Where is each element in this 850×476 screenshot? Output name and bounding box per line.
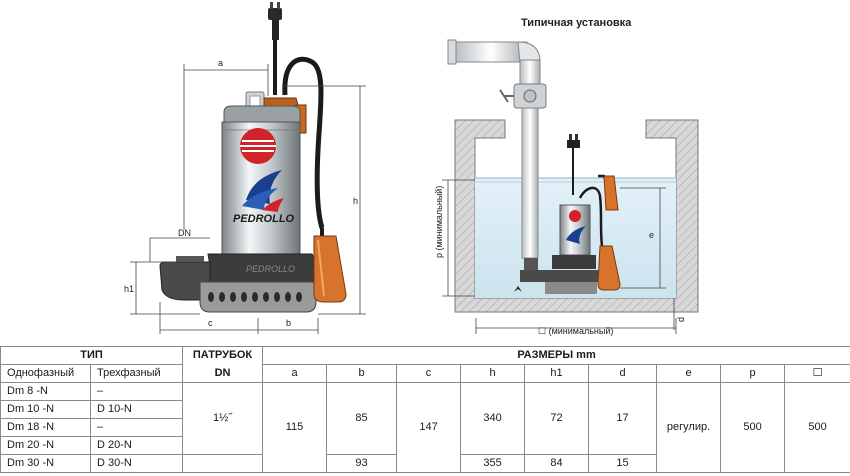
col-outlet-header: ПАТРУБОК xyxy=(182,346,264,365)
col-h1-header: h1 xyxy=(524,364,590,383)
dim-a-label: a xyxy=(218,58,223,68)
col-h-header: h xyxy=(460,364,526,383)
cell-c: 147 xyxy=(396,382,462,473)
cell-dn-empty xyxy=(182,454,264,473)
dim-h1-label: h1 xyxy=(124,284,134,294)
col-square-header: ☐ xyxy=(784,364,850,383)
col-p-header: p xyxy=(720,364,786,383)
cell-a: 115 xyxy=(262,382,328,473)
col-c-header: c xyxy=(396,364,462,383)
model-three: – xyxy=(89,418,184,437)
pump-left: PEDROLLO PEDROLLO xyxy=(159,2,347,313)
cell-h1-2: 84 xyxy=(524,454,590,473)
dim-b-label: b xyxy=(286,318,291,328)
model-single: Dm 10 -N xyxy=(0,400,91,419)
svg-text:PEDROLLO: PEDROLLO xyxy=(246,264,295,274)
spec-table: ТИП ПАТРУБОК РАЗМЕРЫ mm Однофазный Трехф… xyxy=(0,346,850,473)
cell-square: 500 xyxy=(784,382,850,473)
dim-dn-label: DN xyxy=(178,228,191,238)
dim-e-label: e xyxy=(649,230,654,240)
dim-c-label: c xyxy=(208,318,213,328)
install-title: Типичная установка xyxy=(521,17,632,29)
model-three: D 10-N xyxy=(89,400,184,419)
dim-square-label: ☐ (минимальный) xyxy=(538,326,613,336)
cell-d-1: 17 xyxy=(588,382,658,455)
model-three: D 30-N xyxy=(89,454,184,473)
table-row: Dm 10 -N D 10-N xyxy=(0,400,850,419)
cell-p: 500 xyxy=(720,382,786,473)
dimensions-right xyxy=(442,179,677,334)
dim-p-label: p (минимальный) xyxy=(434,186,444,258)
cell-d-2: 15 xyxy=(588,454,658,473)
pump-drawing: PEDROLLO PEDROLLO a h xyxy=(124,2,699,336)
model-single: Dm 20 -N xyxy=(0,436,91,455)
model-single: Dm 18 -N xyxy=(0,418,91,437)
cell-h-2: 355 xyxy=(460,454,526,473)
brand-label: PEDROLLO xyxy=(233,213,295,225)
cell-h-1: 340 xyxy=(460,382,526,455)
model-single: Dm 8 -N xyxy=(0,382,91,401)
plug-icon xyxy=(268,8,282,20)
model-three: D 20-N xyxy=(89,436,184,455)
col-type-header: ТИП xyxy=(0,346,184,365)
col-b-header: b xyxy=(326,364,398,383)
table-row: Dm 20 -N D 20-N xyxy=(0,436,850,455)
cell-b-1: 85 xyxy=(326,382,398,455)
cell-e: регулир. xyxy=(656,382,722,473)
dim-h-label: h xyxy=(353,196,358,206)
dim-d-label: d xyxy=(676,317,686,322)
col-three-header: Трехфазный xyxy=(89,364,184,383)
table-row: Dm 30 -N D 30-N 93 355 84 15 xyxy=(0,454,850,473)
model-three: – xyxy=(89,382,184,401)
col-single-header: Однофазный xyxy=(0,364,91,383)
cell-h1-1: 72 xyxy=(524,382,590,455)
model-single: Dm 30 -N xyxy=(0,454,91,473)
col-d-header: d xyxy=(588,364,658,383)
installation-diagram xyxy=(447,39,699,313)
col-a-header: a xyxy=(262,364,328,383)
col-dn-header: DN xyxy=(182,364,264,383)
cell-dn: 1½˝ xyxy=(182,382,264,455)
table-row: Dm 18 -N – xyxy=(0,418,850,437)
table-row: Dm 8 -N – 1½˝ 115 85 147 340 72 17 регул… xyxy=(0,382,850,473)
col-dims-header: РАЗМЕРЫ mm xyxy=(262,346,850,365)
dimensions-left xyxy=(130,64,366,334)
col-e-header: e xyxy=(656,364,722,383)
cell-b-2: 93 xyxy=(326,454,398,473)
